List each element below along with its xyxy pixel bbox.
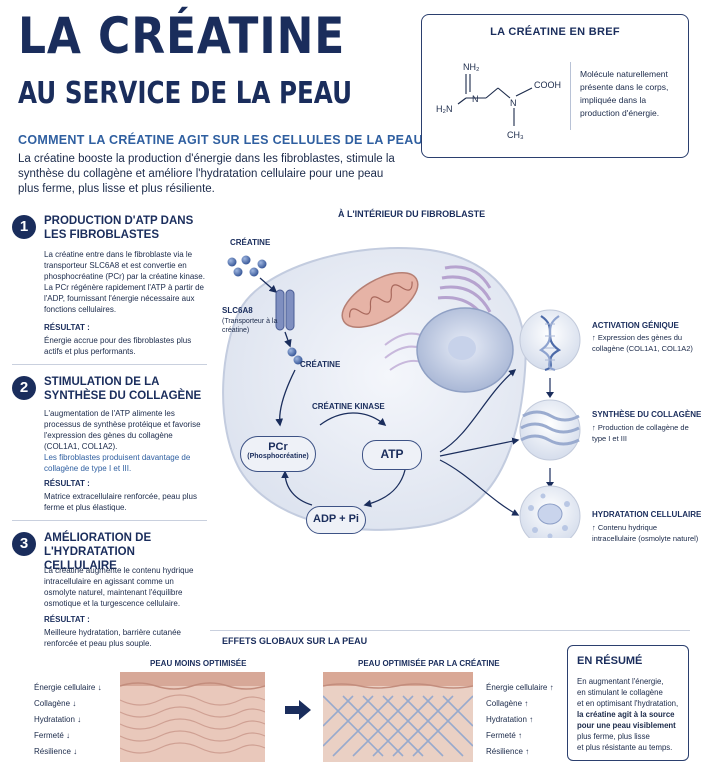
nucleolus [448, 336, 476, 360]
cooh-label: COOH [534, 80, 561, 90]
effect-icons [519, 309, 581, 538]
result-label-1: RÉSULTAT : [44, 323, 90, 332]
section-number-2: 2 [12, 376, 36, 400]
transporter-label: SLC6A8 [222, 306, 253, 315]
right-metric: Énergie cellulaire ↑ [486, 683, 554, 692]
transporter-note: (Transporteur à la créatine) [222, 318, 278, 334]
brief-box [421, 14, 689, 158]
skin-optimized-illustration [323, 672, 473, 762]
how-heading: COMMENT LA CRÉATINE AGIT SUR LES CELLULE… [18, 133, 423, 147]
section-title-2: STIMULATION DE LA SYNTHÈSE DU COLLAGÈNE [44, 376, 202, 402]
right-metric: Résilience ↑ [486, 747, 530, 756]
fibroblast-heading: À L'INTÉRIEUR DU FIBROBLASTE [338, 209, 486, 219]
creatine-molecule: NH₂ H₂N N N COOH CH₃ [436, 62, 561, 140]
atp-node: ATP [362, 440, 422, 470]
section-number-3: 3 [12, 532, 36, 556]
result-label-3: RÉSULTAT : [44, 615, 90, 624]
effect-body-hydration: ↑ Contenu hydrique intracellulaire (osmo… [592, 523, 699, 543]
collagen-fibers-icon [519, 399, 581, 461]
brief-text: Molécule naturellement présente dans le … [580, 69, 669, 118]
section-number-1: 1 [12, 215, 36, 239]
creatine-molecules [227, 255, 267, 277]
pcr-label: PCr [268, 441, 288, 453]
skin-less-illustration [120, 672, 265, 762]
mitochondrion [341, 272, 419, 328]
intro-text: La créatine booste la production d'énerg… [18, 153, 395, 195]
brief-separator [570, 62, 571, 130]
summary-text: En augmentant l'énergie, en stimulant le… [577, 676, 685, 753]
adp-node: ADP + Pi [306, 506, 366, 534]
summary-title: EN RÉSUMÉ [577, 655, 643, 667]
left-metric: Collagène ↓ [34, 699, 77, 708]
summary-line: pour une peau visiblement [577, 721, 676, 730]
effect-body-collagen: ↑ Production de collagène de type I et I… [592, 423, 689, 443]
section-title-3: AMÉLIORATION DE L'HYDRATATION CELLULAIRE [44, 532, 152, 572]
creatine-label-top: CRÉATINE [230, 238, 271, 247]
left-metric: Énergie cellulaire ↓ [34, 683, 102, 692]
creatine-label-inside: CRÉATINE [300, 360, 341, 369]
left-metric: Fermeté ↓ [34, 731, 71, 740]
right-metric: Collagène ↑ [486, 699, 529, 708]
summary-line: et en optimisant l'hydratation, [577, 699, 679, 708]
result-label-2: RÉSULTAT : [44, 479, 90, 488]
global-divider [210, 630, 690, 631]
result-text-3: Meilleure hydratation, barrière cutanée … [44, 628, 181, 648]
left-metric: Hydratation ↓ [34, 715, 82, 724]
page-title: LA CRÉATINE [18, 7, 346, 65]
section-body-1: La créatine entre dans le fibroblaste vi… [44, 250, 205, 314]
summary-line: la créatine agit à la source [577, 710, 675, 719]
effect-title-gene: ACTIVATION GÉNIQUE [592, 321, 679, 330]
hydrated-cell-icon [519, 485, 581, 538]
section-body-2: L'augmentation de l'ATP alimente les pro… [44, 409, 201, 451]
section-divider [12, 520, 207, 521]
summary-line: en stimulant le collagène [577, 688, 663, 697]
result-text-2: Matrice extracellulaire renforcée, peau … [44, 492, 197, 512]
ch3-label: CH₃ [507, 130, 524, 140]
fibroblast-diagram [222, 247, 527, 531]
right-metric: Hydratation ↑ [486, 715, 534, 724]
amine-n-label: N [510, 98, 517, 108]
kinase-label: CRÉATINE KINASE [312, 402, 385, 411]
summary-line: En augmentant l'énergie, [577, 677, 664, 686]
section-body-2-highlight: Les fibroblastes produisent davantage de… [44, 453, 191, 473]
brief-title: LA CRÉATINE EN BREF [490, 26, 620, 38]
section-title-1: PRODUCTION D'ATP DANS LES FIBROBLASTES [44, 215, 194, 241]
effect-title-collagen: SYNTHÈSE DU COLLAGÈNE [592, 410, 701, 419]
skin-less-label: PEAU MOINS OPTIMISÉE [150, 659, 247, 668]
dna-icon [519, 309, 581, 372]
creatine-intracellular [287, 347, 303, 365]
result-text-1: Énergie accrue pour des fibroblastes plu… [44, 336, 192, 356]
section-body-3: La créatine augmente le contenu hydrique… [44, 566, 194, 608]
pcr-note: (Phosphocréatine) [247, 453, 309, 460]
summary-line: et plus résistante au temps. [577, 743, 673, 752]
slc6a8-transporter [275, 289, 295, 331]
effect-body-gene: ↑ Expression des gènes du collagène (COL… [592, 333, 693, 353]
right-metric: Fermeté ↑ [486, 731, 523, 740]
section-divider [12, 364, 207, 365]
page-subtitle: AU SERVICE DE LA PEAU [18, 76, 353, 111]
summary-box [567, 645, 689, 761]
imine-n-label: N [472, 94, 479, 104]
arrow-right-icon [285, 700, 311, 720]
h2n-label: H₂N [436, 104, 453, 114]
pcr-node: PCr (Phosphocréatine) [240, 436, 316, 472]
global-heading: EFFETS GLOBAUX SUR LA PEAU [222, 636, 368, 646]
skin-optimized-label: PEAU OPTIMISÉE PAR LA CRÉATINE [358, 659, 500, 668]
left-metric: Résilience ↓ [34, 747, 78, 756]
nh2-label: NH₂ [463, 62, 480, 72]
effect-title-hydration: HYDRATATION CELLULAIRE [592, 510, 701, 519]
summary-line: plus ferme, plus lisse [577, 732, 650, 741]
